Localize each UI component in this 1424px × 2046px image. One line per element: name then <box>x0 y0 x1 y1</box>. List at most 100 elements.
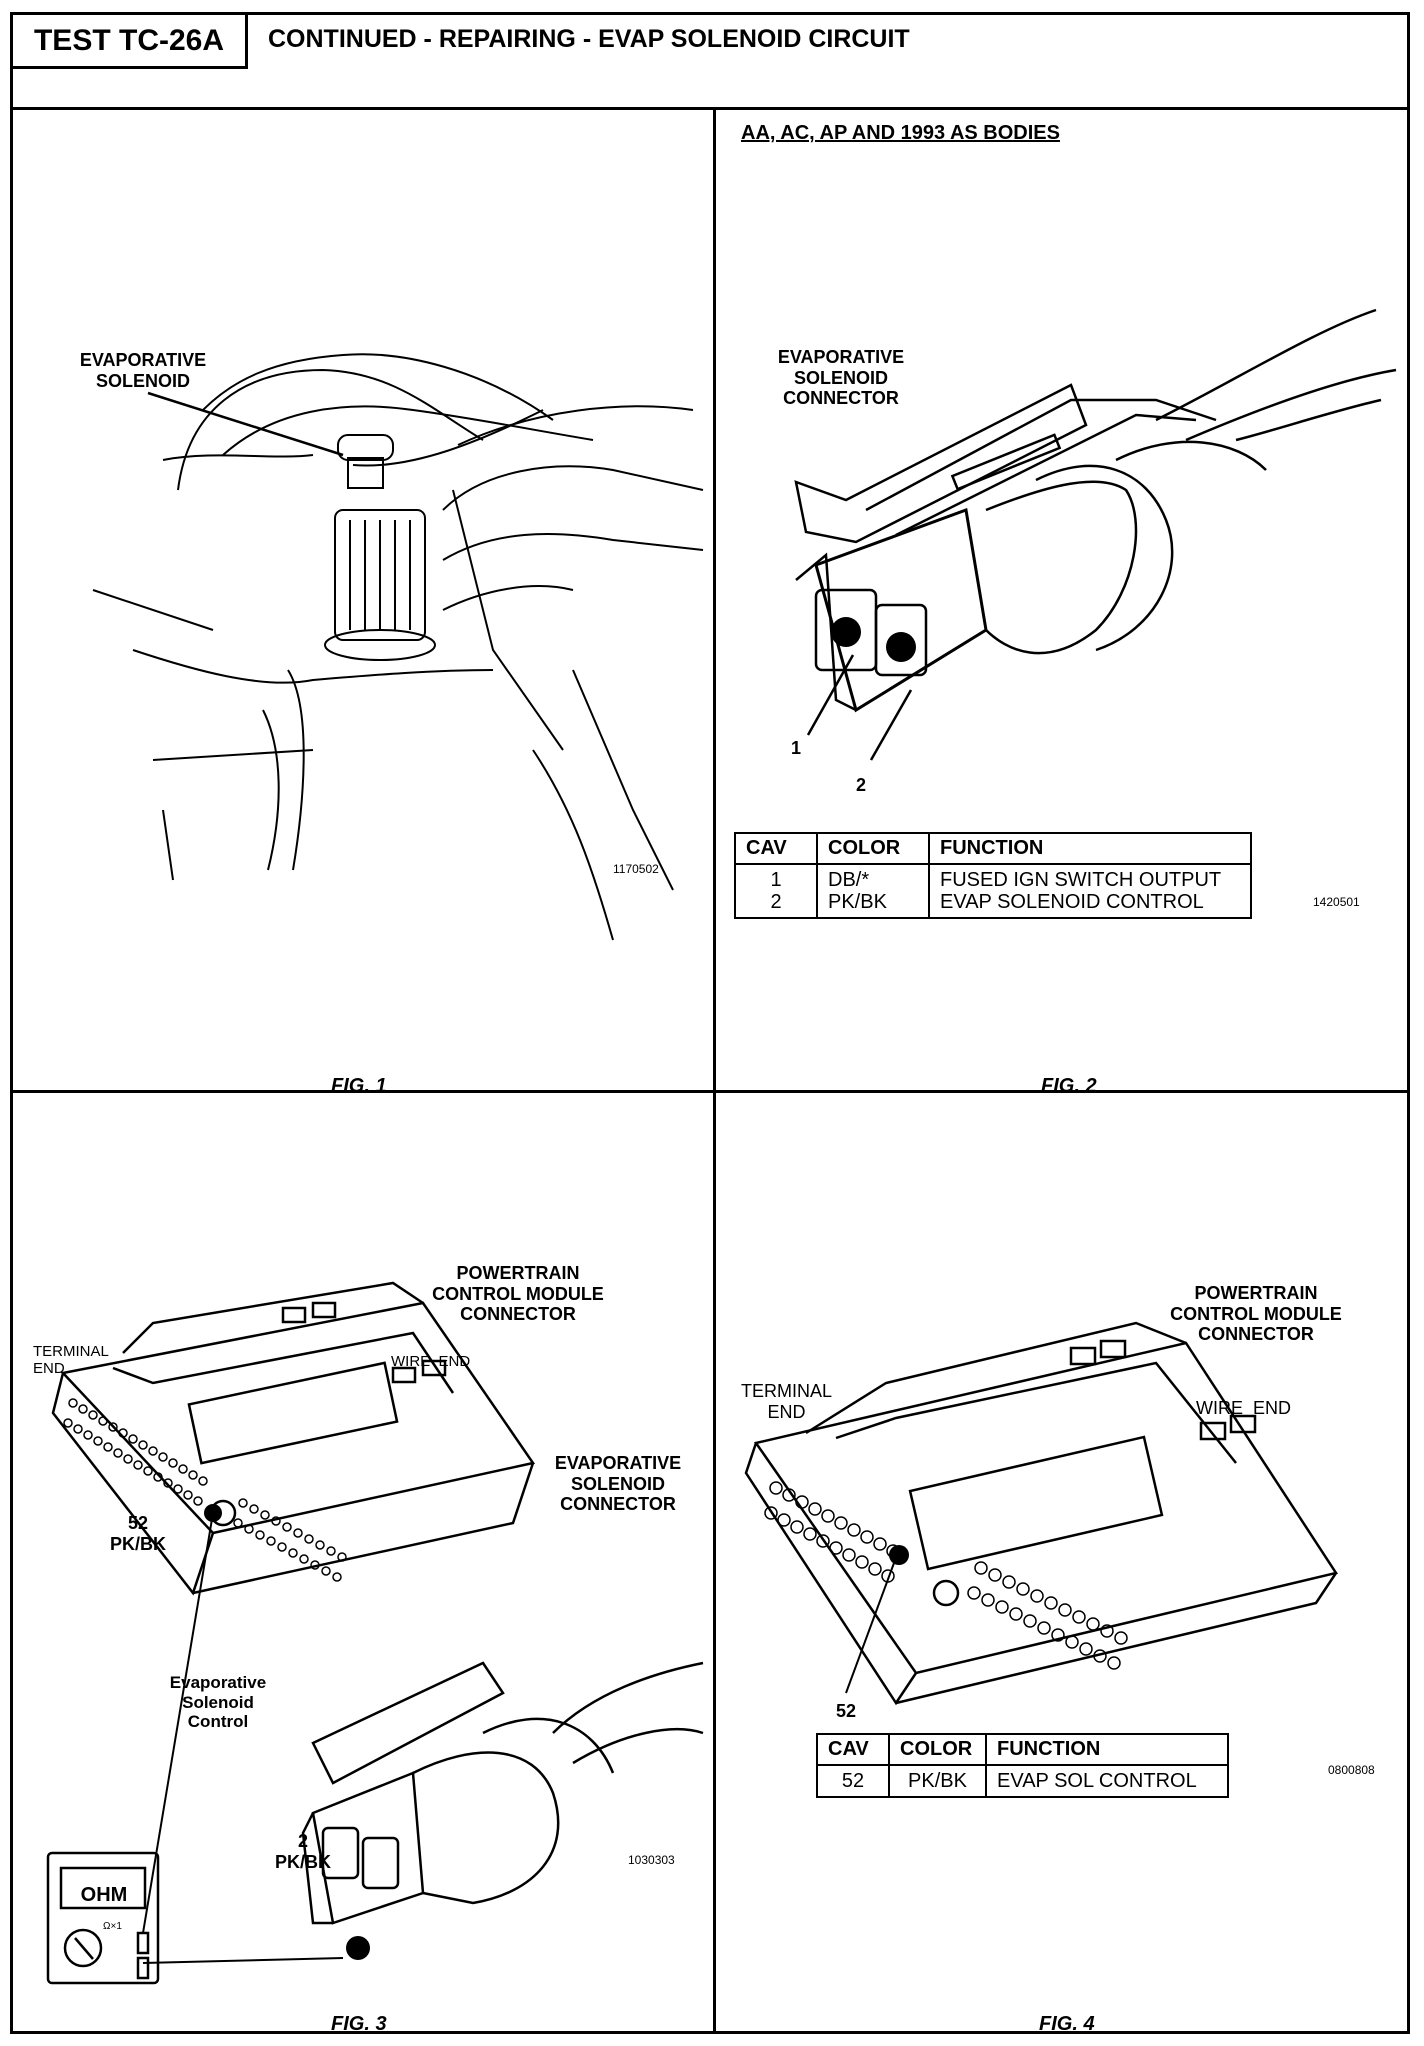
cavity-ring <box>769 1481 783 1495</box>
cavity-ring <box>183 1490 193 1500</box>
fig3-pcm-test-illustration <box>46 1281 704 1985</box>
cavity-ring <box>158 1452 168 1462</box>
cavity-ring <box>790 1520 804 1534</box>
cavity-ring <box>193 1496 203 1506</box>
cavity-ring <box>153 1472 163 1482</box>
cavity-ring <box>816 1534 830 1548</box>
wire-end-label: WIRE END <box>391 1353 471 1370</box>
function-cell: EVAP SOL CONTROL <box>985 1764 1229 1798</box>
wire-end-label: WIRE END <box>1196 1398 1292 1418</box>
cavity-ring <box>326 1546 336 1556</box>
cavity-ring <box>808 1502 822 1516</box>
color-header: COLOR <box>888 1733 987 1766</box>
figure-2-panel: AA, AC, AP AND 1993 AS BODIES EVAPORATIV… <box>716 110 1413 1090</box>
cavity-ring <box>103 1442 113 1452</box>
cavity-ring <box>1051 1628 1065 1642</box>
color-header: COLOR <box>816 832 930 865</box>
fig4-part-number: 0800808 <box>1328 1763 1375 1777</box>
cavity-ring <box>988 1568 1002 1582</box>
table-row: 52 PK/BK EVAP SOL CONTROL <box>816 1764 1229 1798</box>
figure-1-panel: EVAPORATIVE SOLENOID <box>13 110 713 1090</box>
cav-cell: 1 <box>734 864 818 891</box>
pcm-connector-label: POWERTRAIN CONTROL MODULE CONNECTOR <box>432 1263 604 1325</box>
cavity-ring <box>1009 1607 1023 1621</box>
fig2-part-number: 1420501 <box>1313 895 1360 909</box>
figure-4-panel: POWERTRAIN CONTROL MODULE CONNECTOR TERM… <box>716 1093 1413 2034</box>
cavity-ring <box>233 1518 243 1528</box>
cavity-ring <box>1107 1656 1121 1670</box>
function-cell: EVAP SOLENOID CONTROL <box>928 891 1252 919</box>
cavity-ring <box>78 1404 88 1414</box>
cavity-ring <box>277 1542 287 1552</box>
terminal-end-label: TERMINAL END <box>741 1381 833 1422</box>
cavity-ring <box>777 1513 791 1527</box>
cavity-ring <box>764 1506 778 1520</box>
cavity-ring <box>1093 1649 1107 1663</box>
fig1-part-number: 1170502 <box>613 862 659 876</box>
function-cell: FUSED IGN SWITCH OUTPUT <box>928 864 1252 891</box>
panel-divider-horizontal <box>13 1090 1407 1093</box>
fig2-cavity-table: CAV COLOR FUNCTION 1 DB/* FUSED IGN SWIT… <box>734 832 1252 919</box>
body-applicability: AA, AC, AP AND 1993 AS BODIES <box>741 122 1060 144</box>
cavity-ring <box>168 1458 178 1468</box>
cavity-ring <box>143 1466 153 1476</box>
fig4-caption: FIG. 4 <box>1039 2013 1095 2034</box>
cavity-ring <box>288 1548 298 1558</box>
cavity-ring <box>88 1410 98 1420</box>
cavity-ring <box>1100 1624 1114 1638</box>
panel-divider-vertical <box>713 110 716 2034</box>
cav-cell: 2 <box>734 891 818 919</box>
function-header: FUNCTION <box>928 832 1252 865</box>
cavity-ring <box>1058 1603 1072 1617</box>
cavity-ring <box>83 1430 93 1440</box>
cavity-ring <box>255 1530 265 1540</box>
cavity-ring <box>1079 1642 1093 1656</box>
cavity-ring <box>1002 1575 1016 1589</box>
cav-header: CAV <box>816 1733 890 1766</box>
fig1-solenoid-illustration <box>92 353 704 941</box>
cavity-ring <box>803 1527 817 1541</box>
cavity-ring <box>73 1424 83 1434</box>
cavity-ring <box>834 1516 848 1530</box>
fig2-connector-illustration <box>794 308 1397 761</box>
cavity-ring <box>249 1504 259 1514</box>
cavity-ring <box>829 1541 843 1555</box>
ohmmeter-display: OHM <box>80 1884 128 1906</box>
pin-52-label: 52 <box>836 1701 857 1721</box>
cavity-ring <box>868 1562 882 1576</box>
cavity-ring <box>315 1540 325 1550</box>
pin-2-label: 2 <box>856 775 867 795</box>
cavity-ring <box>974 1561 988 1575</box>
cavity-ring <box>98 1416 108 1426</box>
color-cell: PK/BK <box>888 1764 987 1798</box>
fig3-caption: FIG. 3 <box>331 2013 387 2034</box>
function-header: FUNCTION <box>985 1733 1229 1766</box>
cav-header: CAV <box>734 832 818 865</box>
cavity-ring <box>128 1434 138 1444</box>
fig4-pcm-illustration <box>744 1321 1339 1706</box>
cavity-ring <box>321 1566 331 1576</box>
cavity-ring <box>332 1572 342 1582</box>
cavity-ring <box>304 1534 314 1544</box>
cavity-ring <box>847 1523 861 1537</box>
header-divider <box>13 107 1407 110</box>
cavity-ring <box>163 1478 173 1488</box>
fig4-cavity-table: CAV COLOR FUNCTION 52 PK/BK EVAP SOL CON… <box>816 1733 1229 1798</box>
evaporative-solenoid-label: EVAPORATIVE SOLENOID <box>79 350 207 391</box>
cavity-ring <box>1023 1614 1037 1628</box>
cavity-ring <box>238 1498 248 1508</box>
cavity-ring <box>113 1448 123 1458</box>
cavity-ring <box>967 1586 981 1600</box>
cavity-ring <box>63 1418 73 1428</box>
fig3-part-number: 1030303 <box>628 1853 675 1867</box>
evap-connector-label: EVAPORATIVE SOLENOID CONNECTOR <box>777 347 905 409</box>
pcm-connector-label: POWERTRAIN CONTROL MODULE CONNECTOR <box>1170 1283 1342 1345</box>
page-frame: TEST TC-26A CONTINUED - REPAIRING - EVAP… <box>10 12 1410 2034</box>
cavity-ring <box>310 1560 320 1570</box>
cavity-ring <box>860 1530 874 1544</box>
page-title: CONTINUED - REPAIRING - EVAP SOLENOID CI… <box>268 25 910 53</box>
cavity-ring <box>133 1460 143 1470</box>
cavity-ring <box>178 1464 188 1474</box>
cavity-ring <box>266 1536 276 1546</box>
fig2-caption: FIG. 2 <box>1041 1075 1097 1090</box>
